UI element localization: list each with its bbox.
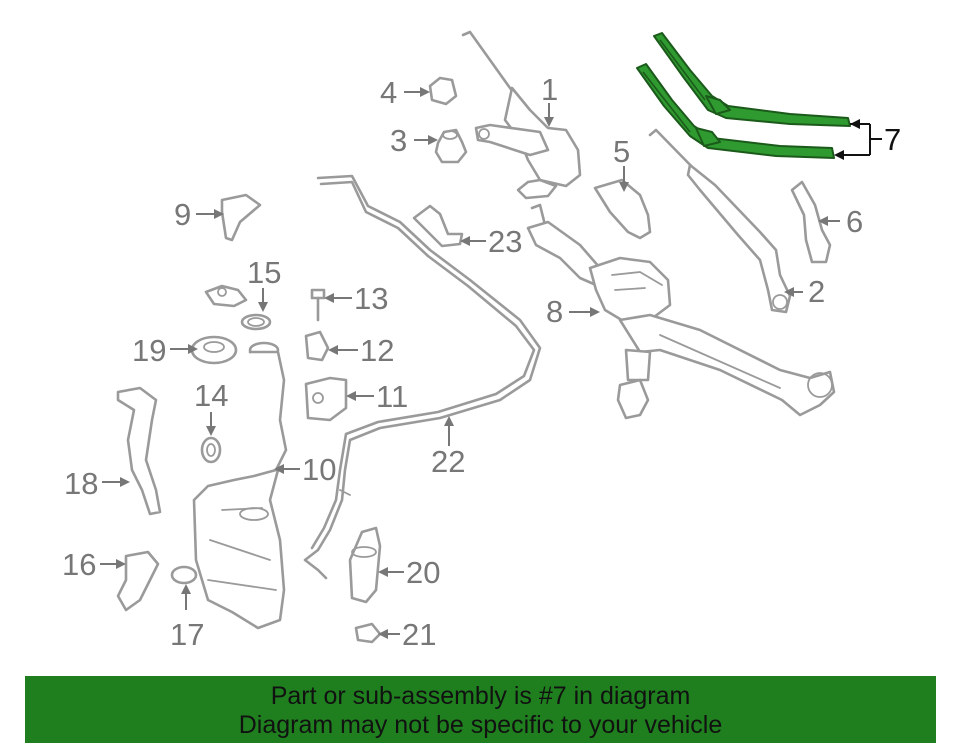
- callout-21: 21: [402, 617, 436, 652]
- callout-8: 8: [546, 294, 563, 329]
- callout-19: 19: [132, 333, 166, 368]
- callout-17: 17: [170, 617, 204, 652]
- callout-20: 20: [406, 555, 440, 590]
- callout-4: 4: [380, 75, 397, 110]
- part-2-wiper-arm: [648, 128, 792, 314]
- callout-23: 23: [488, 224, 522, 259]
- callout-12: 12: [360, 333, 394, 368]
- callout-16: 16: [62, 547, 96, 582]
- callout-7: 7: [884, 122, 901, 157]
- part-19-cap: [190, 335, 238, 365]
- part-17-plug: [170, 565, 198, 585]
- callout-18: 18: [64, 466, 98, 501]
- part-13-bolt: [310, 288, 326, 322]
- parts-diagram: 1 2 3 4 5 6 7 8 9 10 11 12 13 14 15 16 1…: [62, 30, 901, 652]
- part-21-nozzle: [354, 622, 382, 644]
- part-20-washer-pump: [348, 526, 382, 604]
- banner-line-1: Part or sub-assembly is #7 in diagram: [270, 682, 691, 710]
- callout-11: 11: [376, 379, 408, 414]
- part-10-washer-reservoir: [192, 341, 288, 630]
- banner-line-2: Diagram may not be specific to your vehi…: [238, 711, 723, 739]
- part-18-bracket: [116, 386, 162, 516]
- part-9-bracket: [220, 193, 262, 242]
- part-12-clip: [304, 330, 330, 362]
- info-banner: Part or sub-assembly is #7 in diagram Di…: [25, 676, 936, 743]
- part-22-hose: [303, 174, 542, 580]
- part-15-seal: [204, 284, 272, 331]
- callout-leaders: [100, 87, 882, 639]
- callout-2: 2: [808, 274, 825, 309]
- callout-3: 3: [390, 123, 407, 158]
- callout-labels: 1 2 3 4 5 6 7 8 9 10 11 12 13 14 15 16 1…: [62, 72, 901, 652]
- callout-14: 14: [194, 378, 228, 413]
- callout-6: 6: [846, 204, 863, 239]
- callout-5: 5: [613, 134, 630, 169]
- callout-22: 22: [431, 444, 465, 479]
- callout-9: 9: [174, 197, 191, 232]
- callout-13: 13: [354, 281, 388, 316]
- callout-10: 10: [302, 452, 336, 487]
- part-7-wiper-blades: [636, 32, 851, 159]
- part-16-connector: [116, 550, 160, 612]
- part-6-cap: [790, 180, 832, 264]
- part-11-module: [304, 376, 348, 422]
- part-8-wiper-linkage: [526, 203, 836, 420]
- part-1-wiper-arm: [461, 30, 582, 200]
- callout-15: 15: [247, 255, 281, 290]
- callout-1: 1: [541, 72, 558, 107]
- part-23-bracket: [412, 204, 464, 248]
- part-14-seal: [200, 436, 222, 464]
- part-3-grommet: [434, 128, 468, 164]
- part-4-cap: [428, 76, 458, 106]
- part-5-cover: [593, 178, 652, 240]
